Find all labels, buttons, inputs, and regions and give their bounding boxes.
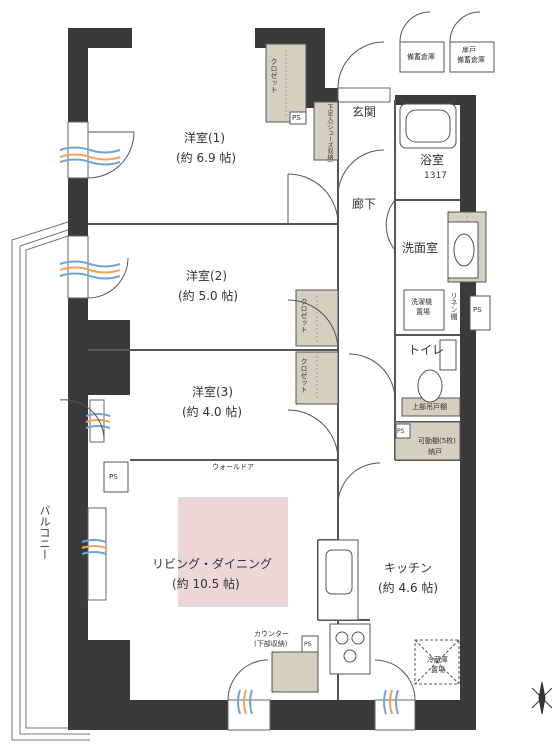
washbasin — [447, 221, 479, 279]
room-balcony: バルコニー — [38, 505, 51, 560]
windows-left — [67, 87, 416, 731]
linen-label: リネン棚 — [450, 292, 458, 320]
washer-bottom-label: 置場 — [416, 308, 430, 316]
counter-bottom-label: (下部収納) — [254, 640, 288, 648]
room-western2-name: 洋室(2) — [186, 269, 227, 283]
ps-label-1: PS — [292, 114, 301, 122]
storage2-top-label: 扉戸 — [462, 46, 476, 54]
counter-top-label: カウンター — [254, 630, 289, 638]
room-kitchen-size: (約 4.6 帖) — [378, 581, 439, 595]
closet-label-1: クロゼット — [270, 58, 278, 93]
door-swings — [59, 11, 481, 701]
ps-boxes — [103, 111, 491, 653]
north-arrow — [531, 681, 553, 715]
room-washroom: 洗面室 — [402, 241, 439, 255]
window-airflow — [59, 146, 399, 715]
room-bath-size: 1317 — [424, 171, 447, 181]
room-hallway: 廊下 — [352, 197, 377, 211]
ps-label-4: PS — [397, 428, 405, 435]
room-western3-name: 洋室(3) — [192, 385, 233, 399]
fridge-bottom-label: 置場 — [431, 666, 445, 674]
room-toilet: トイレ — [408, 343, 445, 357]
room-western1-size: (約 6.9 帖) — [176, 151, 237, 165]
room-living-size: (約 10.5 帖) — [172, 577, 240, 591]
washer-top-label: 洗濯機 — [411, 298, 432, 306]
fridge-top-label: 冷蔵庫 — [427, 656, 448, 664]
movable-shelf-label: 可動棚(5枚) — [418, 437, 456, 445]
room-living-name: リビング・ダイニング — [152, 557, 273, 571]
ps-label-2: PS — [109, 473, 118, 481]
upper-shelf-label: 上部吊戸棚 — [412, 403, 447, 411]
room-bath-name: 浴室 — [420, 153, 445, 167]
room-entrance: 玄関 — [352, 105, 377, 119]
room-western2-size: (約 5.0 帖) — [178, 289, 239, 303]
toilet-fixture — [417, 339, 457, 403]
closet-label-3: クロゼット — [300, 358, 308, 393]
bathtub — [399, 103, 457, 149]
storage2-bottom-label: 備蓄倉庫 — [457, 56, 485, 64]
closet-label-2: クロゼット — [300, 298, 308, 333]
nando-label: 納戸 — [428, 448, 442, 456]
room-kitchen-name: キッチン — [384, 561, 433, 575]
ps-label-3: PS — [473, 306, 482, 314]
closet-hatching — [285, 50, 468, 400]
washer-space — [403, 289, 445, 331]
living-highlight — [178, 497, 288, 607]
room-western1-name: 洋室(1) — [184, 131, 225, 145]
balcony-outline — [11, 221, 90, 741]
kitchen-counter — [317, 539, 371, 675]
ps-label-5: PS — [304, 641, 312, 648]
storage1-label: 備蓄倉庫 — [407, 53, 435, 61]
shoe-box-label: 下足入(シューズ収納) — [326, 104, 333, 163]
room-western3-size: (約 4.0 帖) — [182, 405, 243, 419]
walldoor-label: ウォールドア — [212, 463, 254, 471]
